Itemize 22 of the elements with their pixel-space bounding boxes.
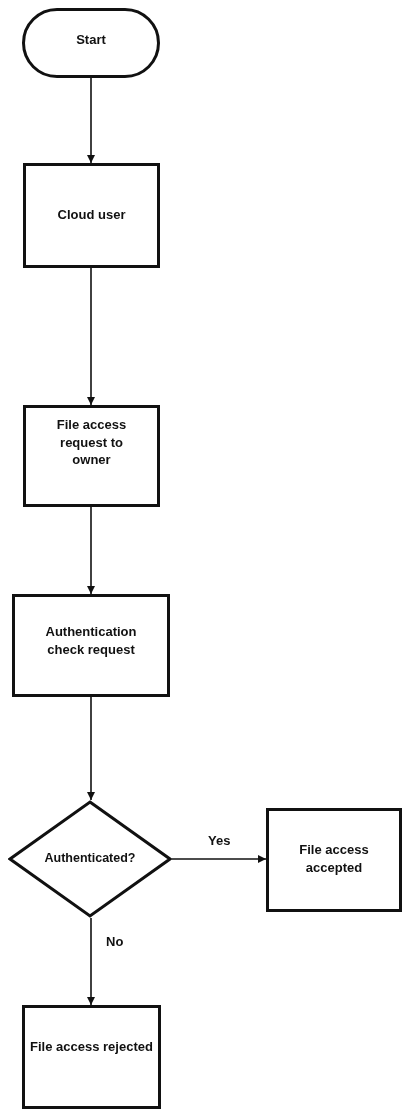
edge-label: No xyxy=(105,934,125,949)
process-box xyxy=(22,1005,161,1109)
node-text: Start xyxy=(75,31,107,49)
arrow xyxy=(87,267,95,406)
process-box xyxy=(12,594,170,697)
arrow xyxy=(87,917,95,1006)
arrow xyxy=(87,696,95,801)
node-text: Authentication check request xyxy=(44,623,138,659)
process-box xyxy=(266,808,402,912)
decision-text: Authenticated? xyxy=(43,850,137,867)
node-text: File access rejected xyxy=(29,1038,154,1056)
decision-diamond xyxy=(8,800,172,918)
arrow xyxy=(171,855,267,863)
node-text: File access accepted xyxy=(298,841,370,877)
process-box xyxy=(23,405,160,507)
process-box xyxy=(23,163,160,268)
arrow xyxy=(87,77,95,164)
node-text: Cloud user xyxy=(56,206,127,224)
node-text: File access request to owner xyxy=(55,416,128,469)
arrow xyxy=(87,506,95,595)
edge-label: Yes xyxy=(207,833,232,848)
start-terminal xyxy=(22,8,160,78)
